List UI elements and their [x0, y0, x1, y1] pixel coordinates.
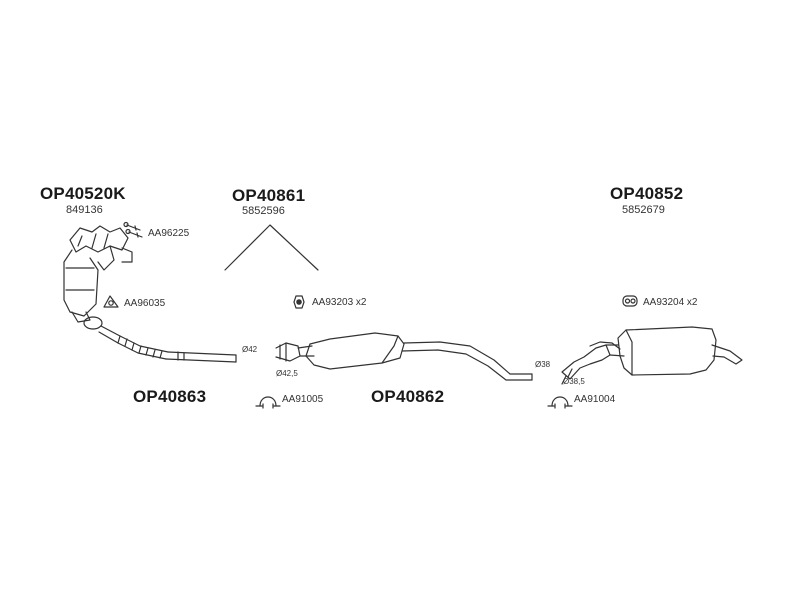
accessory-label-gasket[interactable]: AA96035 — [124, 298, 166, 309]
oem-number-center: 5852596 — [242, 205, 285, 217]
diameter-label: Ø38 — [535, 360, 551, 369]
rubber-mount-icon — [622, 295, 638, 307]
diameter-label: Ø38,5 — [563, 377, 585, 386]
rear-silencer[interactable] — [561, 326, 743, 385]
manifold-catalytic-converter[interactable] — [63, 225, 133, 323]
front-pipe[interactable] — [83, 316, 237, 363]
middle-silencer[interactable] — [275, 332, 533, 381]
bolts-icon — [123, 221, 143, 238]
part-number-front-pipe[interactable]: OP40863 — [133, 387, 207, 406]
part-number-center[interactable]: OP40861 — [232, 186, 306, 205]
accessory-label-bolts[interactable]: AA96225 — [148, 228, 190, 239]
oem-number-rear: 5852679 — [622, 204, 665, 216]
clamp-icon — [547, 396, 573, 409]
accessory-label-rubber-rear[interactable]: AA93204 x2 — [643, 297, 698, 308]
part-number-middle[interactable]: OP40862 — [371, 387, 445, 406]
accessory-label-clamp-mid[interactable]: AA91005 — [282, 394, 324, 405]
part-number-manifold[interactable]: OP40520K — [40, 184, 126, 203]
diameter-label: Ø42,5 — [276, 369, 298, 378]
clamp-icon — [255, 396, 281, 409]
accessory-label-rubber-mid[interactable]: AA93203 x2 — [312, 297, 367, 308]
part-number-rear[interactable]: OP40852 — [610, 184, 684, 203]
gasket-icon — [103, 295, 119, 308]
accessory-label-clamp-rear[interactable]: AA91004 — [574, 394, 616, 405]
oem-number-manifold: 849136 — [66, 204, 103, 216]
diameter-label: Ø42 — [242, 345, 258, 354]
group-bracket — [224, 224, 319, 271]
rubber-mount-icon — [293, 295, 305, 309]
